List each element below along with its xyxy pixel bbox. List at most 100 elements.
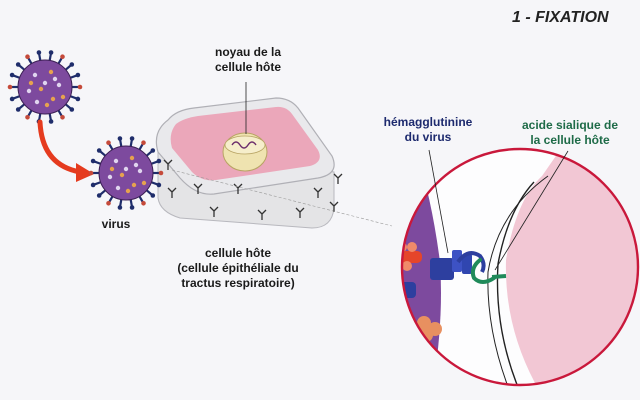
virus-surface-dots bbox=[107, 155, 147, 194]
surface-dot bbox=[38, 86, 44, 92]
nucleus-cut bbox=[224, 135, 266, 155]
surface-dot bbox=[115, 185, 121, 191]
movement-arrow bbox=[37, 119, 94, 182]
virus-body bbox=[98, 145, 154, 201]
surface-dot bbox=[123, 166, 129, 172]
hemagglutinin-molecule bbox=[430, 250, 486, 280]
surface-dot bbox=[109, 166, 115, 172]
receptor bbox=[167, 187, 177, 198]
label-line: hémagglutinine bbox=[383, 115, 473, 129]
label-line: (cellule épithéliale du bbox=[177, 261, 299, 275]
spike-tip bbox=[48, 119, 54, 124]
arrow-head bbox=[76, 163, 94, 182]
label-line: cellule hôte bbox=[204, 246, 272, 260]
label-host-cell: cellule hôte (cellule épithéliale du tra… bbox=[150, 246, 326, 291]
label-virus: virus bbox=[101, 217, 131, 231]
spike-tip bbox=[7, 84, 13, 90]
surface-dot bbox=[131, 182, 137, 188]
ha-stalk bbox=[430, 258, 454, 280]
spike-tip bbox=[48, 50, 54, 55]
surface-dot bbox=[42, 80, 48, 86]
receptor bbox=[333, 173, 343, 184]
label-line: la cellule hôte bbox=[530, 133, 610, 147]
spike-tip bbox=[106, 140, 111, 145]
spike-tip bbox=[75, 96, 81, 102]
spike-tip bbox=[15, 107, 21, 112]
diagram-title: 1 - FIXATION bbox=[512, 9, 609, 26]
spike-tip bbox=[9, 96, 15, 102]
surface-dot bbox=[48, 69, 54, 75]
surface-dot bbox=[52, 76, 58, 82]
surface-dot bbox=[28, 80, 34, 86]
spike-tip bbox=[158, 170, 164, 176]
spike-tip bbox=[129, 136, 135, 141]
attached-virus bbox=[88, 136, 164, 210]
virus-body bbox=[17, 59, 73, 115]
virus-spikes bbox=[7, 50, 83, 124]
label-line: du virus bbox=[404, 130, 452, 144]
surface-dot bbox=[26, 88, 32, 94]
surface-dot bbox=[56, 82, 62, 88]
free-virus bbox=[7, 50, 83, 124]
spike-tip bbox=[25, 115, 30, 120]
chromatin bbox=[231, 141, 257, 149]
spike-tip bbox=[9, 72, 15, 78]
spike-tip bbox=[106, 201, 111, 206]
receptor bbox=[313, 187, 323, 198]
nucleus bbox=[222, 132, 268, 172]
surface-dot bbox=[113, 158, 119, 164]
arrow-shaft bbox=[37, 119, 83, 175]
spike-tip bbox=[69, 62, 75, 67]
spike-tip bbox=[60, 115, 65, 120]
receptor bbox=[209, 206, 219, 217]
spike-tip bbox=[90, 182, 96, 188]
virus-spikes bbox=[88, 136, 164, 210]
surface-dot bbox=[32, 72, 38, 78]
label-line: noyau de la bbox=[214, 45, 282, 59]
spike-tip bbox=[36, 50, 42, 55]
spike-tip bbox=[156, 158, 162, 164]
label-hemagglutinin: hémagglutinine du virus bbox=[378, 115, 478, 145]
label-sialic-acid: acide sialique de la cellule hôte bbox=[510, 118, 630, 148]
spike-tip bbox=[96, 148, 102, 153]
surface-dot bbox=[119, 172, 125, 178]
spike-tip bbox=[60, 54, 65, 59]
spike-tip bbox=[141, 201, 146, 206]
spike-tip bbox=[15, 62, 21, 67]
leader-lines bbox=[245, 82, 569, 271]
spike-tip bbox=[75, 72, 81, 78]
surface-dot bbox=[129, 155, 135, 161]
orange-protein-bottom bbox=[417, 316, 442, 342]
label-nucleus: noyau de la cellule hôte bbox=[200, 45, 296, 75]
inset-ring bbox=[400, 147, 640, 387]
receptor bbox=[295, 207, 305, 218]
label-line: tractus respiratoire) bbox=[181, 276, 295, 290]
surface-dot bbox=[50, 96, 56, 102]
spike-tip bbox=[117, 205, 123, 210]
host-membrane bbox=[505, 150, 638, 385]
surface-dot bbox=[125, 188, 131, 194]
spike-tip bbox=[141, 140, 146, 145]
host-cell bbox=[155, 97, 343, 229]
surface-dot bbox=[141, 180, 147, 186]
surface-dot bbox=[137, 168, 143, 174]
inset-zoom bbox=[400, 147, 640, 387]
surface-dot bbox=[34, 99, 40, 105]
spike-tip bbox=[69, 107, 75, 112]
spike-tip bbox=[96, 193, 102, 198]
sialic-leader bbox=[494, 150, 569, 271]
ha-leader bbox=[428, 149, 449, 254]
sialic-acid-molecule bbox=[470, 258, 507, 284]
label-line: acide sialique de bbox=[521, 118, 619, 132]
surface-dot bbox=[60, 94, 66, 100]
spike-tip bbox=[156, 182, 162, 188]
surface-dot bbox=[107, 174, 113, 180]
membrane-outline-2 bbox=[487, 175, 549, 385]
spike-tip bbox=[90, 158, 96, 164]
spike-tip bbox=[117, 136, 123, 141]
surface-dot bbox=[133, 162, 139, 168]
zoom-lines bbox=[171, 169, 393, 227]
receptor bbox=[193, 183, 203, 194]
spike-tip bbox=[88, 170, 94, 176]
